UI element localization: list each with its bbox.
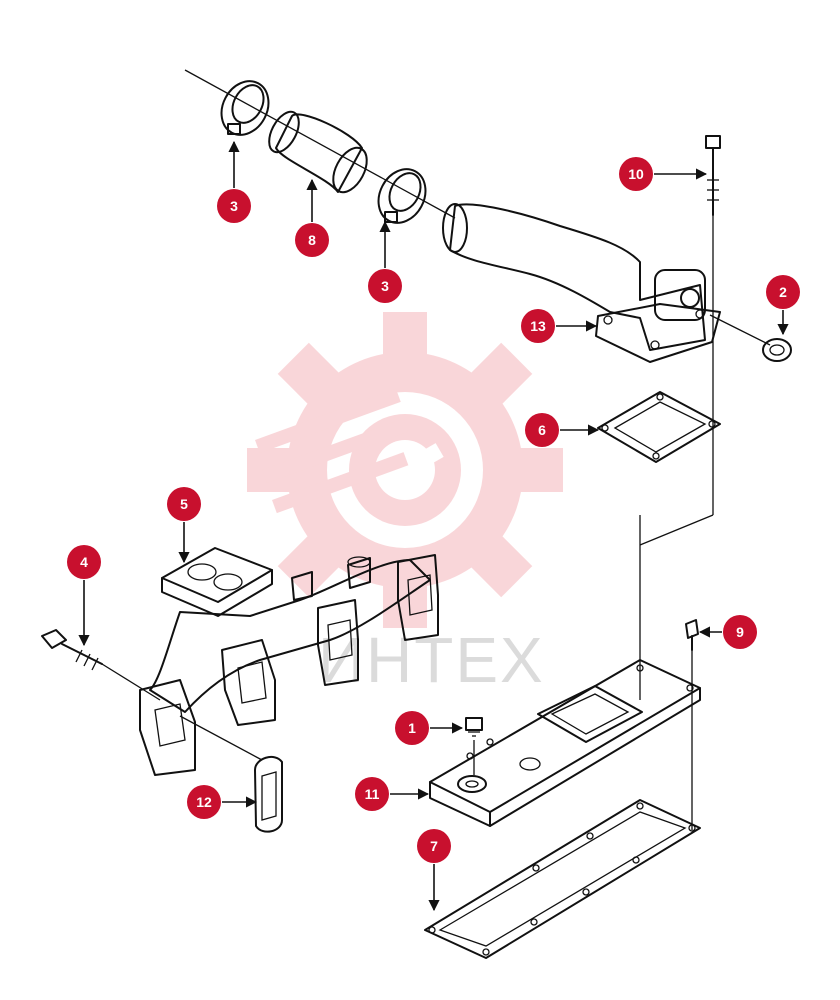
callout-4: 4 (67, 545, 101, 579)
callout-11: 11 (355, 777, 389, 811)
callout-8: 8 (295, 223, 329, 257)
watermark-text: ИНТЕХ (318, 624, 545, 696)
callout-label: 13 (530, 318, 546, 334)
part-long-bolt (705, 135, 721, 515)
callout-10: 10 (619, 157, 653, 191)
callout-circle (217, 189, 251, 223)
callout-circle (723, 615, 757, 649)
callout-label: 7 (430, 838, 438, 854)
callout-circle (355, 777, 389, 811)
callout-circle (521, 309, 555, 343)
callout-circle (167, 487, 201, 521)
callout-label: 10 (628, 166, 644, 182)
callout-circle (395, 711, 429, 745)
callout-7: 7 (417, 829, 451, 863)
part-hose-clamp-upper (220, 80, 270, 136)
callout-label: 6 (538, 422, 546, 438)
part-manifold-gasket (179, 715, 283, 833)
part-plug-fitting (465, 717, 483, 775)
callout-circle (525, 413, 559, 447)
callout-circle (368, 269, 402, 303)
callout-circle (295, 223, 329, 257)
callout-label: 9 (736, 624, 744, 640)
callout-3-lower: 3 (368, 269, 402, 303)
callout-1: 1 (395, 711, 429, 745)
callout-circle (187, 785, 221, 819)
watermark-gear-logo (247, 312, 563, 628)
part-bottom-gasket (424, 799, 701, 959)
callout-label: 5 (180, 496, 188, 512)
part-hose-pipe (184, 69, 456, 219)
callout-label: 1 (408, 720, 416, 736)
callout-label: 3 (230, 198, 238, 214)
callout-13: 13 (521, 309, 555, 343)
part-manifold-bolt (41, 629, 161, 701)
callout-9: 9 (723, 615, 757, 649)
part-outlet-elbow (442, 203, 721, 363)
callout-5: 5 (167, 487, 201, 521)
callout-leaders (78, 140, 789, 912)
callout-label: 11 (365, 786, 380, 802)
part-elbow-gasket (597, 391, 721, 463)
part-cover-plate (429, 514, 714, 827)
part-hose-clamp-lower (377, 168, 427, 224)
callout-label: 8 (308, 232, 316, 248)
part-plug (709, 314, 792, 362)
callout-circle (766, 275, 800, 309)
callout-badges: 3 8 3 10 2 13 6 5 (67, 157, 800, 863)
part-exhaust-manifold (139, 547, 439, 776)
callout-circle (417, 829, 451, 863)
callout-label: 4 (80, 554, 88, 570)
callout-label: 2 (779, 284, 787, 300)
callout-2: 2 (766, 275, 800, 309)
callout-6: 6 (525, 413, 559, 447)
callout-label: 3 (381, 278, 389, 294)
callout-12: 12 (187, 785, 221, 819)
callout-3-upper: 3 (217, 189, 251, 223)
part-screw (685, 619, 699, 830)
callout-circle (619, 157, 653, 191)
callout-label: 12 (196, 794, 212, 810)
callout-circle (67, 545, 101, 579)
